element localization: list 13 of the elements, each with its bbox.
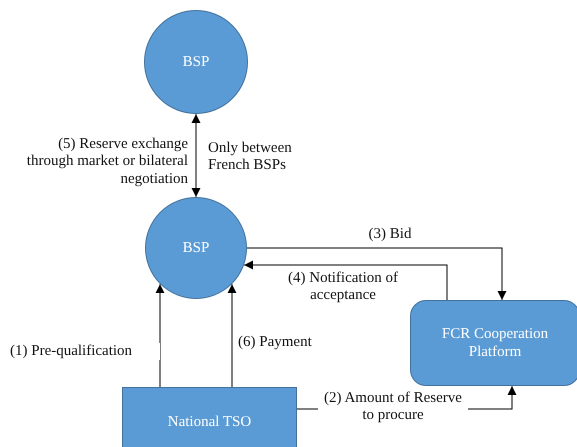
process-box <box>410 300 577 386</box>
edge-label: (1) Pre-qualification <box>10 343 160 360</box>
arrow <box>192 114 200 198</box>
arrow <box>228 284 236 388</box>
node-label: BSP <box>182 53 210 71</box>
edge-label: (2) Amount of Reserve to procure <box>318 390 468 424</box>
process-box <box>122 387 297 447</box>
arrow <box>244 260 448 300</box>
node-label: National TSO <box>166 413 252 431</box>
arrow <box>246 248 506 300</box>
arrow <box>156 284 164 388</box>
node-label: FCR Cooperation Platform <box>440 325 550 361</box>
node-label: BSP <box>182 239 210 257</box>
